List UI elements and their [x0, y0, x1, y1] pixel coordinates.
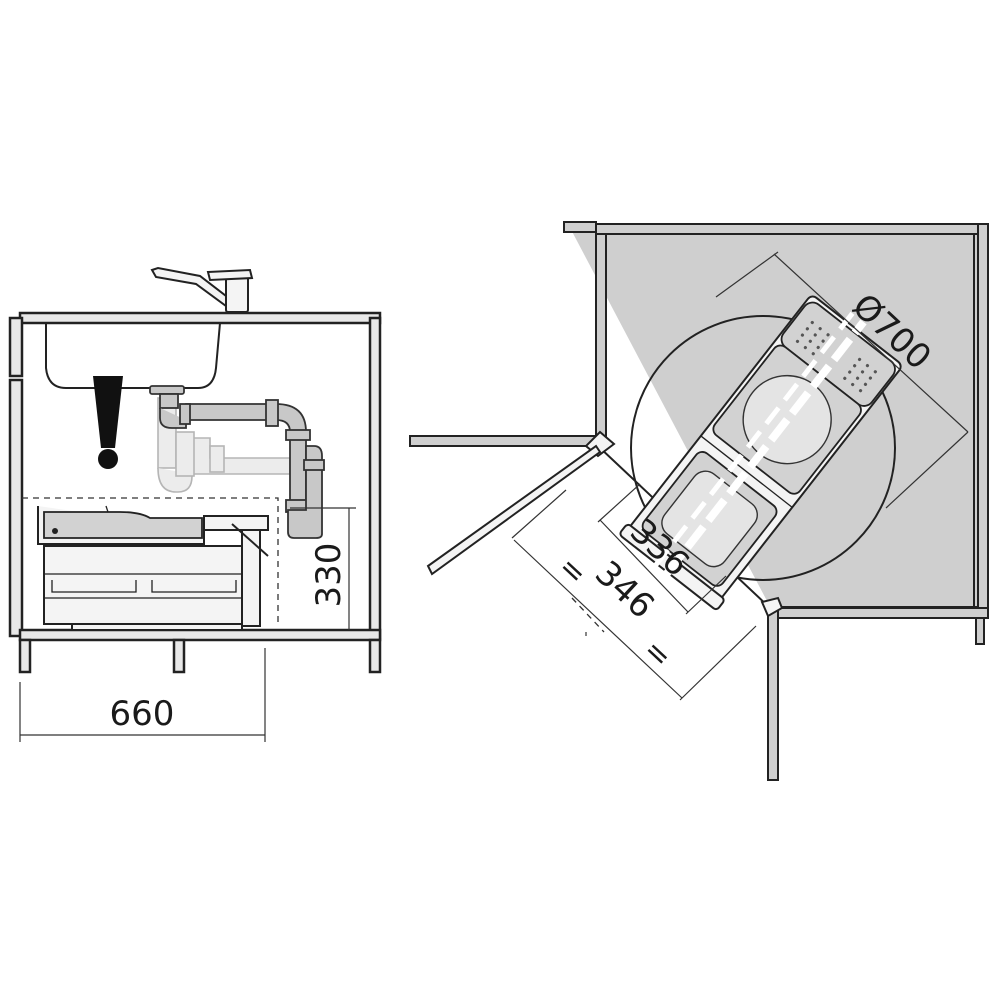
- open-door: [426, 444, 602, 576]
- side-view: 660 330: [8, 266, 382, 742]
- bin-assembly: [619, 295, 902, 611]
- dimension-width-label: 660: [110, 694, 175, 734]
- carousel-circle: [630, 315, 896, 581]
- waste-bin-unit: [37, 505, 269, 631]
- clearance-zone: [22, 497, 279, 626]
- siphon-pipe: [149, 385, 325, 539]
- cabinet-frame: [8, 311, 382, 674]
- faucet-icon: [150, 266, 254, 313]
- top-view: Ø700 336 346 = =: [409, 221, 989, 781]
- dimension-width: 660: [19, 648, 266, 742]
- dimension-height: 330: [290, 507, 356, 630]
- sink-basin: [45, 322, 221, 389]
- perforated-lid: [795, 320, 877, 393]
- warning-exclamation-icon: [93, 376, 123, 469]
- equal-mark-bottom: =: [636, 633, 678, 676]
- equal-mark-top: =: [551, 550, 593, 593]
- dimension-height-label: 330: [309, 543, 349, 608]
